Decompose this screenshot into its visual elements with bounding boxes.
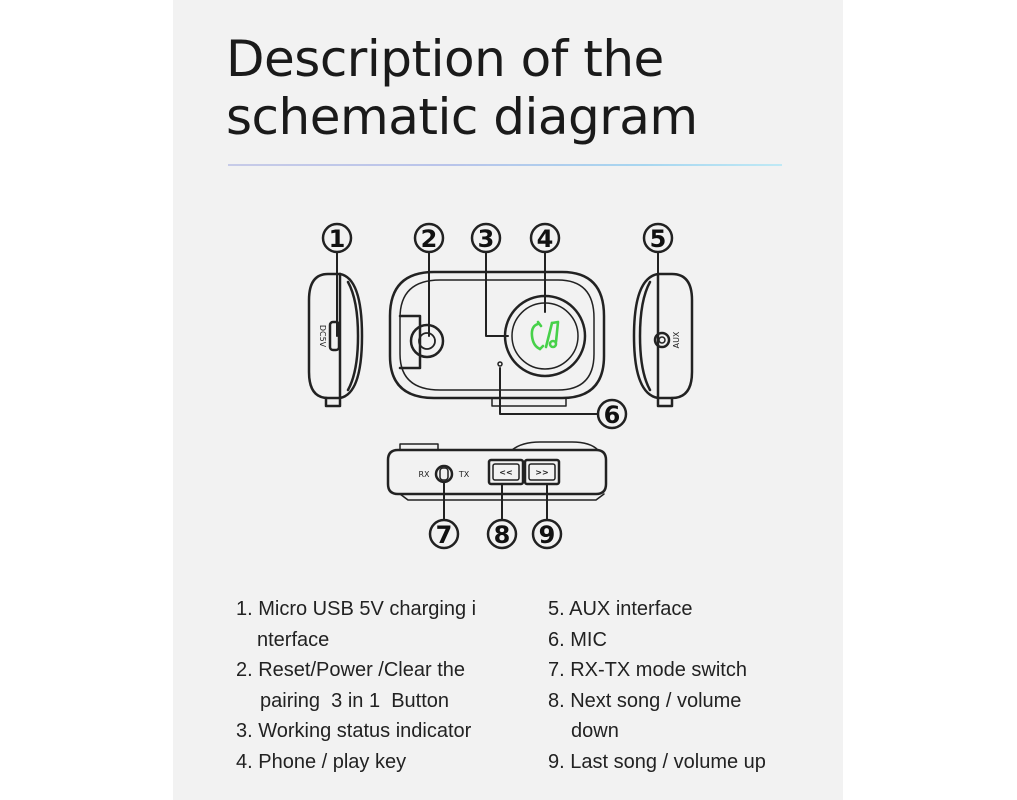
title-line-1: Description of the xyxy=(226,30,664,88)
callout-1: 1 xyxy=(329,225,346,253)
callout-8: 8 xyxy=(494,521,511,549)
legend-left-column: 1. Micro USB 5V charging i nterface 2. R… xyxy=(236,594,526,777)
tx-label: TX xyxy=(458,470,470,479)
side-view-left xyxy=(307,272,364,408)
legend-item-9: 9. Last song / volume up xyxy=(548,750,766,773)
callout-6: 6 xyxy=(604,401,621,429)
aux-port xyxy=(653,331,671,349)
legend-item-1-cont: nterface xyxy=(257,628,330,651)
legend-item-4: 4. Phone / play key xyxy=(236,750,407,773)
callout-9: 9 xyxy=(539,521,556,549)
callout-4: 4 xyxy=(537,225,554,253)
background-panel xyxy=(173,0,843,800)
legend-item-1: 1. Micro USB 5V charging i xyxy=(236,598,477,620)
legend-item-2-cont: pairing 3 in 1 Button xyxy=(260,689,450,712)
callout-7: 7 xyxy=(436,521,453,549)
legend-item-2: 2. Reset/Power /Clear the xyxy=(236,659,465,681)
status-indicator-led xyxy=(497,361,503,367)
micro-usb-port xyxy=(328,320,341,352)
legend-item-3: 3. Working status indicator xyxy=(236,720,472,742)
aux-label: AUX xyxy=(672,331,681,348)
leader-lines xyxy=(336,251,659,521)
side-view-right xyxy=(632,272,694,408)
dc5v-label: DC5V xyxy=(318,325,327,348)
next-button xyxy=(523,458,561,486)
callout-circles xyxy=(321,222,674,550)
callout-numbers: 1 2 3 4 5 6 7 8 9 xyxy=(329,225,667,549)
legend-item-8-cont: down xyxy=(571,720,619,742)
prev-button xyxy=(487,458,525,486)
legend-item-8: 8. Next song / volume xyxy=(548,689,742,712)
callout-5: 5 xyxy=(650,225,667,253)
prev-label: << xyxy=(499,468,512,477)
legend-item-7: 7. RX-TX mode switch xyxy=(548,659,747,681)
page-title: Description of the schematic diagram xyxy=(226,30,806,146)
legend-item-5: 5. AUX interface xyxy=(548,598,693,620)
reset-power-button xyxy=(409,323,445,359)
callout-3: 3 xyxy=(478,225,495,253)
callout-2: 2 xyxy=(421,225,438,253)
legend-item-6: 6. MIC xyxy=(548,628,607,651)
title-line-2: schematic diagram xyxy=(226,88,698,146)
legend-right-column: 5. AUX interface 6. MIC 7. RX-TX mode sw… xyxy=(548,594,818,777)
title-divider xyxy=(228,164,782,166)
rx-label: RX xyxy=(418,470,430,479)
next-label: >> xyxy=(535,468,548,477)
front-view xyxy=(388,270,606,407)
phone-music-icon xyxy=(530,320,560,351)
